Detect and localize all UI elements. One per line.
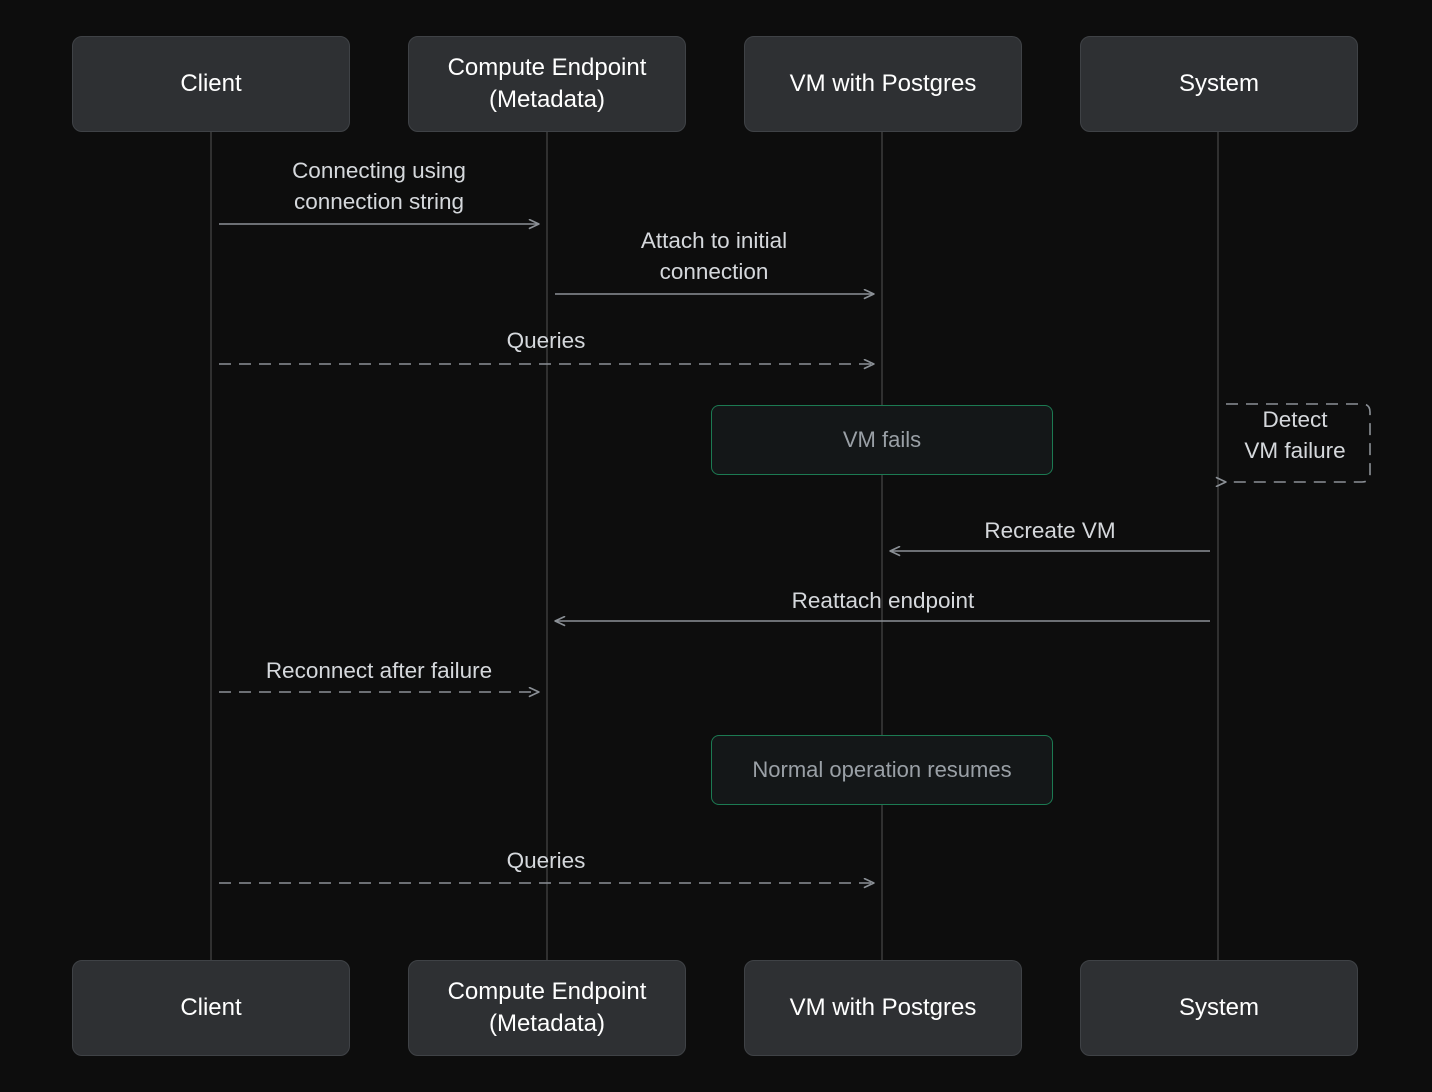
arrow-detect-vm-failure: [1226, 403, 1371, 482]
message-label-recreate-vm: Recreate VM: [984, 518, 1116, 543]
participant-bottom-client[interactable]: Client: [72, 960, 350, 1056]
message-arrows: [219, 224, 1371, 883]
participant-top-compute-endpoint[interactable]: Compute Endpoint (Metadata): [408, 36, 686, 132]
lifelines: [210, 127, 1219, 963]
note-normal-operation-resumes: Normal operation resumes: [711, 735, 1053, 805]
participant-bottom-vm-postgres[interactable]: VM with Postgres: [744, 960, 1022, 1056]
participant-bottom-system[interactable]: System: [1080, 960, 1358, 1056]
message-label-reconnect-after-failure: Reconnect after failure: [265, 658, 493, 683]
message-label-queries-2: Queries: [506, 848, 586, 873]
message-label-connecting-using-connection-string: Connecting using connection string: [292, 158, 466, 214]
message-label-detect-vm-failure: Detect VM failure: [1244, 407, 1346, 463]
message-label-attach-to-initial-connection: Attach to initial connection: [640, 228, 788, 284]
participant-top-client[interactable]: Client: [72, 36, 350, 132]
note-vm-fails: VM fails: [711, 405, 1053, 475]
participant-bottom-compute-endpoint[interactable]: Compute Endpoint (Metadata): [408, 960, 686, 1056]
participant-top-system[interactable]: System: [1080, 36, 1358, 132]
message-label-queries-1: Queries: [506, 328, 586, 353]
participant-top-vm-postgres[interactable]: VM with Postgres: [744, 36, 1022, 132]
message-label-reattach-endpoint: Reattach endpoint: [791, 588, 975, 613]
